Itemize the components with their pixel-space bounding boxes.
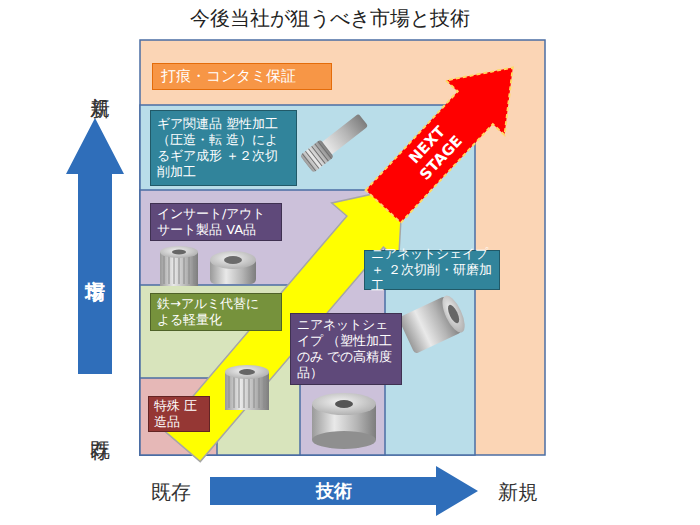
knurled-insert-photo — [225, 365, 269, 410]
gear-shaft-photo — [300, 111, 370, 173]
part-hole — [446, 303, 462, 325]
insert-photo — [160, 246, 198, 286]
knurl-lines — [229, 374, 264, 408]
market-box: 打痕・コンタミ保証 — [152, 63, 332, 90]
nut-photo — [210, 251, 256, 284]
product-box: 鉄→アルミ代替に よる軽量化 — [150, 293, 282, 331]
gear-teeth — [302, 141, 331, 171]
box-text: ギア関連品 塑性加工（圧造・転 造）によるギア成形 ＋２次切削加工 — [157, 116, 290, 181]
cylinder-photo — [312, 393, 376, 449]
technology-box: ニアネットシェ イプ （塑性加工のみ での高精度品） — [290, 313, 402, 385]
arrow-fill — [66, 118, 124, 374]
arrow-outline — [66, 118, 124, 374]
box-text: 鉄→アルミ代替に よる軽量化 — [157, 296, 275, 329]
product-box: インサート/アウト サート製品 VA品 — [150, 203, 282, 241]
part-top — [438, 293, 469, 336]
diagram-title: 今後当社が狙うべき市場と技術 — [120, 3, 540, 33]
part-hole — [172, 250, 186, 255]
part-top — [210, 251, 256, 269]
arrow-text: 技術 — [316, 480, 352, 503]
part-top — [312, 393, 376, 415]
axis-label: 新規 — [491, 478, 545, 506]
axis-label: 新規 — [86, 56, 116, 108]
part-top — [160, 246, 198, 258]
box-text: 特殊 圧造品 — [154, 398, 204, 431]
box-text: ニアネットシェ イプ （塑性加工のみ での高精度品） — [297, 317, 395, 382]
box-text: ニアネットシェイプ＋ ２次切削・研磨加工 — [371, 246, 493, 295]
axis-label: 既存 — [86, 398, 116, 452]
axis-arrow: 市場 — [66, 118, 124, 374]
product-box: 特殊 圧造品 — [148, 396, 210, 432]
technology-box: ニアネットシェイプ＋ ２次切削・研磨加工 — [364, 250, 500, 290]
box-text: 打痕・コンタミ保証 — [161, 67, 323, 86]
arrow-fill — [354, 40, 542, 234]
part-hole — [224, 256, 242, 264]
part-top — [225, 365, 269, 379]
technology-box: ギア関連品 塑性加工（圧造・転 造）によるギア成形 ＋２次切削加工 — [150, 110, 297, 186]
knurl-lines — [164, 254, 194, 284]
part-gear — [300, 139, 334, 172]
axis-arrow: 技術 — [210, 466, 478, 516]
axis-label: 既存 — [144, 478, 198, 506]
sleeve-photo — [398, 293, 469, 355]
arrow-text: 市場 — [83, 264, 108, 268]
part-hole — [239, 369, 255, 375]
arrow-fill — [210, 466, 478, 516]
part-bottom — [312, 431, 376, 449]
box-text: インサート/アウト サート製品 VA品 — [157, 206, 275, 239]
part-hole — [335, 400, 353, 408]
